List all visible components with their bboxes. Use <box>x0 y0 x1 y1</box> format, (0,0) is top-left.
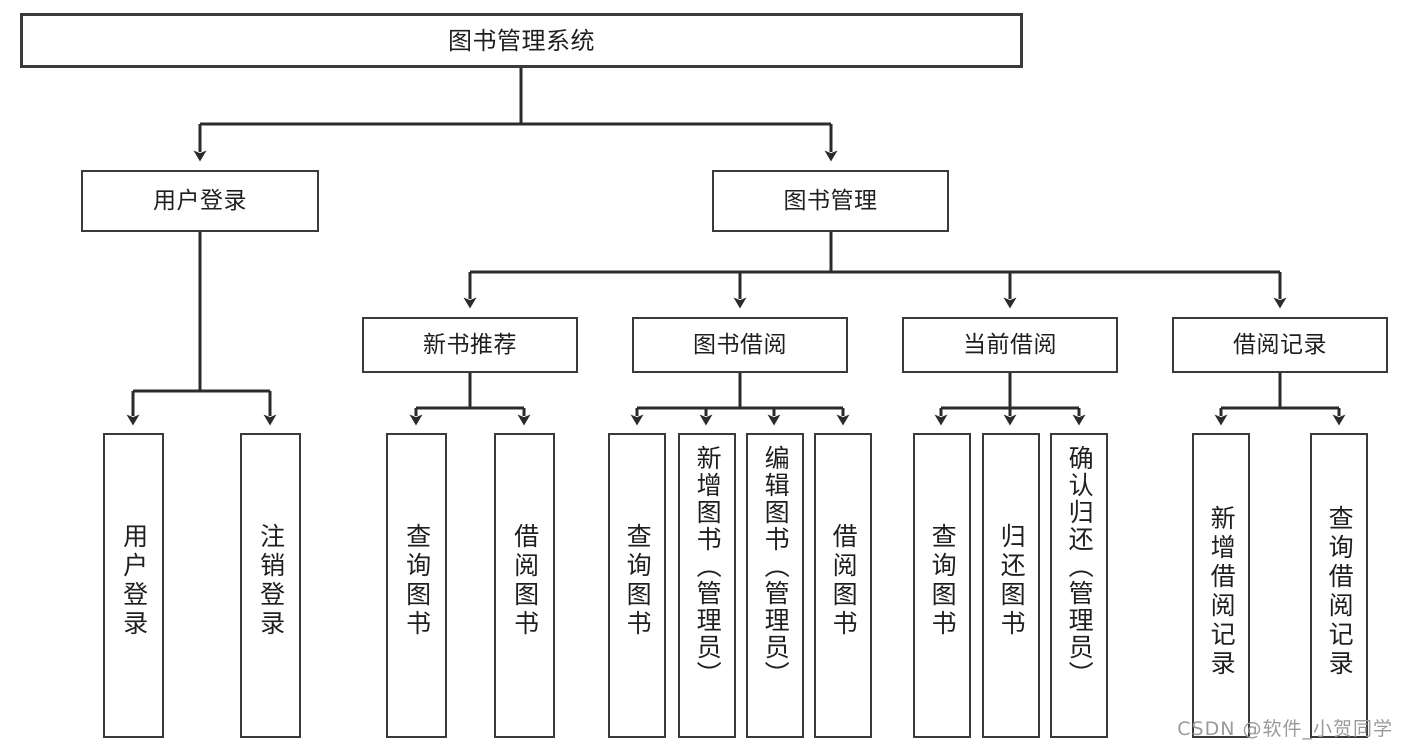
leaf-add-book-admin[interactable]: 新增图书（管理员） <box>678 433 736 738</box>
node-label: 确认归还（管理员） <box>1065 445 1095 688</box>
node-label: 新增借阅记录 <box>1207 505 1237 679</box>
leaf-query-book-borrow[interactable]: 查询图书 <box>608 433 666 738</box>
node-book-management[interactable]: 图书管理 <box>712 170 949 232</box>
node-label: 借阅图书 <box>510 523 540 639</box>
node-label: 查询图书 <box>623 523 653 639</box>
leaf-return-book[interactable]: 归还图书 <box>982 433 1040 738</box>
leaf-query-book-recommend[interactable]: 查询图书 <box>386 433 447 738</box>
leaf-query-book-current[interactable]: 查询图书 <box>913 433 971 738</box>
leaf-query-borrow-record[interactable]: 查询借阅记录 <box>1310 433 1368 738</box>
node-root-library-system[interactable]: 图书管理系统 <box>20 13 1023 68</box>
leaf-confirm-return-admin[interactable]: 确认归还（管理员） <box>1050 433 1108 738</box>
node-label: 查询图书 <box>928 523 958 639</box>
node-label: 查询图书 <box>402 523 432 639</box>
node-label: 新增图书（管理员） <box>693 445 723 688</box>
node-label: 查询借阅记录 <box>1325 505 1355 679</box>
csdn-watermark: CSDN @软件_小贺同学 <box>1177 718 1393 740</box>
node-label: 当前借阅 <box>963 331 1057 358</box>
leaf-borrow-book[interactable]: 借阅图书 <box>814 433 872 738</box>
node-label: 借阅记录 <box>1233 331 1327 358</box>
node-borrow-record[interactable]: 借阅记录 <box>1172 317 1388 373</box>
node-label: 图书管理 <box>783 187 878 214</box>
node-label: 图书管理系统 <box>448 26 595 55</box>
node-label: 注销登录 <box>256 523 286 639</box>
node-label: 用户登录 <box>119 523 149 639</box>
node-label: 图书借阅 <box>693 331 787 358</box>
node-user-login[interactable]: 用户登录 <box>81 170 319 232</box>
node-book-borrow[interactable]: 图书借阅 <box>632 317 848 373</box>
node-new-book-recommend[interactable]: 新书推荐 <box>362 317 578 373</box>
node-label: 归还图书 <box>997 523 1027 639</box>
node-label: 借阅图书 <box>829 523 859 639</box>
node-label: 新书推荐 <box>423 331 517 358</box>
leaf-borrow-book-recommend[interactable]: 借阅图书 <box>494 433 555 738</box>
leaf-edit-book-admin[interactable]: 编辑图书（管理员） <box>746 433 804 738</box>
leaf-logout[interactable]: 注销登录 <box>240 433 301 738</box>
node-label: 用户登录 <box>153 187 247 214</box>
node-label: 编辑图书（管理员） <box>761 445 791 688</box>
leaf-user-login[interactable]: 用户登录 <box>103 433 164 738</box>
node-current-borrow[interactable]: 当前借阅 <box>902 317 1118 373</box>
leaf-add-borrow-record[interactable]: 新增借阅记录 <box>1192 433 1250 738</box>
